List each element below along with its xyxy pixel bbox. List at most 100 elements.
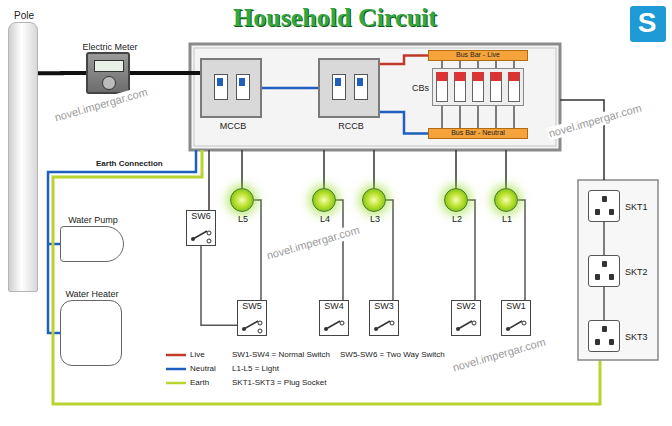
drawing-part <box>258 329 262 333</box>
node-label: MCCB <box>220 121 247 131</box>
wire-connector <box>254 200 261 300</box>
node-label: SW2 <box>456 301 476 311</box>
node-label: SW4 <box>324 301 344 311</box>
switch-symbol <box>320 315 348 335</box>
light-bulb: L2 <box>444 188 468 212</box>
neutral-busbar: Bus Bar - Neutral <box>428 128 528 139</box>
distribution-board <box>190 44 560 150</box>
switch: SW1 <box>501 300 531 336</box>
node-label: L3 <box>370 214 380 224</box>
breaker-toggle <box>217 78 223 86</box>
breaker-unit <box>508 72 520 102</box>
drawing-part <box>340 321 344 325</box>
socket-hole <box>602 196 607 202</box>
wire-connector <box>468 200 475 300</box>
plug-socket: SKT2 <box>588 255 620 287</box>
wire-connector <box>603 287 605 320</box>
plug-socket: SKT3 <box>588 320 620 352</box>
node-label: Bus Bar - Live <box>456 51 500 59</box>
socket-hole <box>602 326 607 332</box>
wire-connector <box>518 200 525 300</box>
socket-hole <box>609 209 614 215</box>
legend-line <box>166 350 186 360</box>
node-label: Electric Meter <box>83 42 138 52</box>
wire-connector <box>386 200 393 300</box>
drawing-part <box>208 150 210 210</box>
breaker-toggle <box>357 78 363 86</box>
node-label: Water Heater <box>65 289 118 299</box>
watermark: novel.impergar.com <box>264 223 362 262</box>
node-label: SKT3 <box>625 332 648 342</box>
meter-display <box>94 60 124 72</box>
switch: SW2 <box>451 300 481 336</box>
wire-connector <box>38 71 86 75</box>
drawing-part <box>373 150 375 188</box>
socket-panel <box>578 180 658 360</box>
drawing-part <box>495 106 497 128</box>
legend-line <box>166 364 186 374</box>
socket-hole <box>595 209 600 215</box>
electric-meter: Electric Meter <box>86 52 130 94</box>
drawing-part <box>390 321 394 325</box>
legend-line <box>166 378 186 388</box>
node-label: SW5 <box>242 301 262 311</box>
node-label: SW6 <box>191 211 211 221</box>
node-label: Bus Bar - Neutral <box>451 129 505 137</box>
breaker-unit <box>436 72 448 102</box>
socket-hole <box>609 274 614 280</box>
watermark: novel.impergar.com <box>450 335 548 374</box>
drawing-part <box>244 321 258 329</box>
drawing-part <box>477 106 479 128</box>
node-label: SW3 <box>374 301 394 311</box>
node-label: Pole <box>14 10 34 22</box>
drawing-part <box>441 106 443 128</box>
drawing-part <box>207 231 211 235</box>
annotation: Earth Connection <box>96 159 163 168</box>
breaker-unit <box>472 72 484 102</box>
water-pump: Water Pump <box>60 226 124 262</box>
wire-connector <box>336 200 343 300</box>
node-label: RCCB <box>338 121 364 131</box>
water-heater: Water Heater <box>60 300 122 366</box>
switch-symbol <box>187 225 215 245</box>
diagram-title: Household Circuit <box>200 3 470 33</box>
wire-connector <box>380 56 428 65</box>
drawing-part <box>459 106 461 128</box>
socket-hole <box>609 339 614 345</box>
circuit-breakers: CBs <box>432 68 524 106</box>
logo-badge: S <box>630 6 666 42</box>
node-label: CBs <box>412 83 429 93</box>
earth-wire <box>53 150 600 404</box>
switch-symbol <box>370 315 398 335</box>
legend-note: L1-L5 = Light <box>232 364 279 373</box>
two-way-switch: SW5 <box>237 300 267 336</box>
legend-line <box>166 354 186 357</box>
drawing-part <box>376 321 390 329</box>
wire-connector <box>262 87 318 90</box>
light-bulb: L4 <box>312 188 336 212</box>
node-label: S <box>638 7 657 39</box>
meter-dial <box>102 76 116 90</box>
drawing-part <box>508 321 522 329</box>
drawing-part <box>241 150 243 188</box>
socket-hole <box>595 274 600 280</box>
node-label: SW1 <box>506 301 526 311</box>
wire-connector <box>130 71 200 75</box>
drawing-part <box>193 231 207 239</box>
legend-note: SKT1-SKT3 = Plug Socket <box>232 378 327 387</box>
utility-pole: Pole <box>8 22 38 292</box>
legend-note: SW1-SW4 = Normal Switch <box>232 350 330 359</box>
switch-symbol <box>452 315 480 335</box>
legend-line <box>166 382 186 385</box>
drawing-part <box>513 106 515 128</box>
switch: SW4 <box>319 300 349 336</box>
node-label: SKT2 <box>625 267 648 277</box>
board-inner-frame <box>194 48 556 146</box>
legend-text: Live <box>190 350 205 359</box>
rccb-breaker: RCCB <box>318 58 380 118</box>
light-bulb: L1 <box>494 188 518 212</box>
drawing-part <box>472 321 476 325</box>
breaker-unit <box>490 72 502 102</box>
socket-feed-wire <box>560 100 604 180</box>
